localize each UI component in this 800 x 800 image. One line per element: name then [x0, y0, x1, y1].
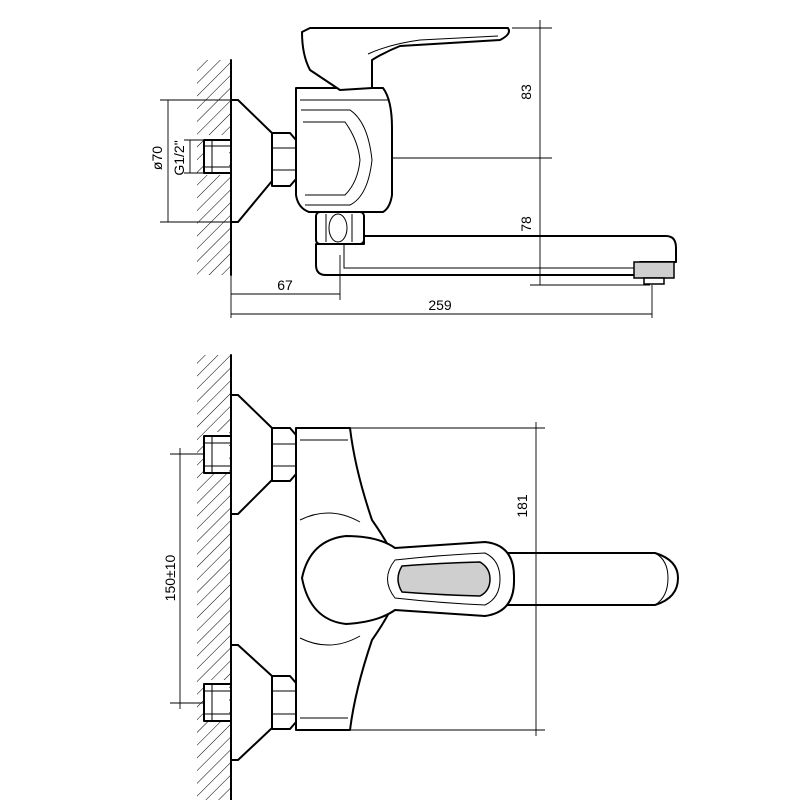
front-spout [504, 552, 679, 606]
side-spout-collar [315, 211, 365, 245]
side-spout [315, 235, 677, 285]
side-dim-right [512, 20, 650, 286]
dim-label-181: 181 [514, 494, 530, 518]
side-dim-left [160, 99, 231, 223]
front-view: 181 150±10 [162, 354, 679, 800]
front-wall [197, 354, 232, 800]
front-dim-centers [170, 448, 204, 709]
dim-label-diameter: ø70 [149, 146, 165, 170]
side-escutcheon [230, 99, 273, 223]
side-view: 83 78 ø70 G1/2" 67 259 [149, 20, 677, 318]
dim-label-78: 78 [518, 216, 534, 232]
front-dim-height [350, 422, 545, 736]
dim-label-83: 83 [518, 84, 534, 100]
dim-label-259: 259 [428, 297, 452, 313]
side-hex-nut [271, 132, 297, 187]
side-mixer-body [295, 87, 393, 213]
dim-label-thread: G1/2" [171, 140, 187, 175]
front-bottom-connection [203, 644, 297, 761]
front-top-connection [203, 394, 297, 515]
side-lever-handle [301, 27, 510, 91]
dim-label-67: 67 [277, 277, 293, 293]
side-dim-bottom [230, 255, 653, 318]
front-lever-handle [301, 535, 516, 625]
side-aerator [633, 261, 675, 279]
dim-label-150: 150±10 [162, 554, 178, 601]
